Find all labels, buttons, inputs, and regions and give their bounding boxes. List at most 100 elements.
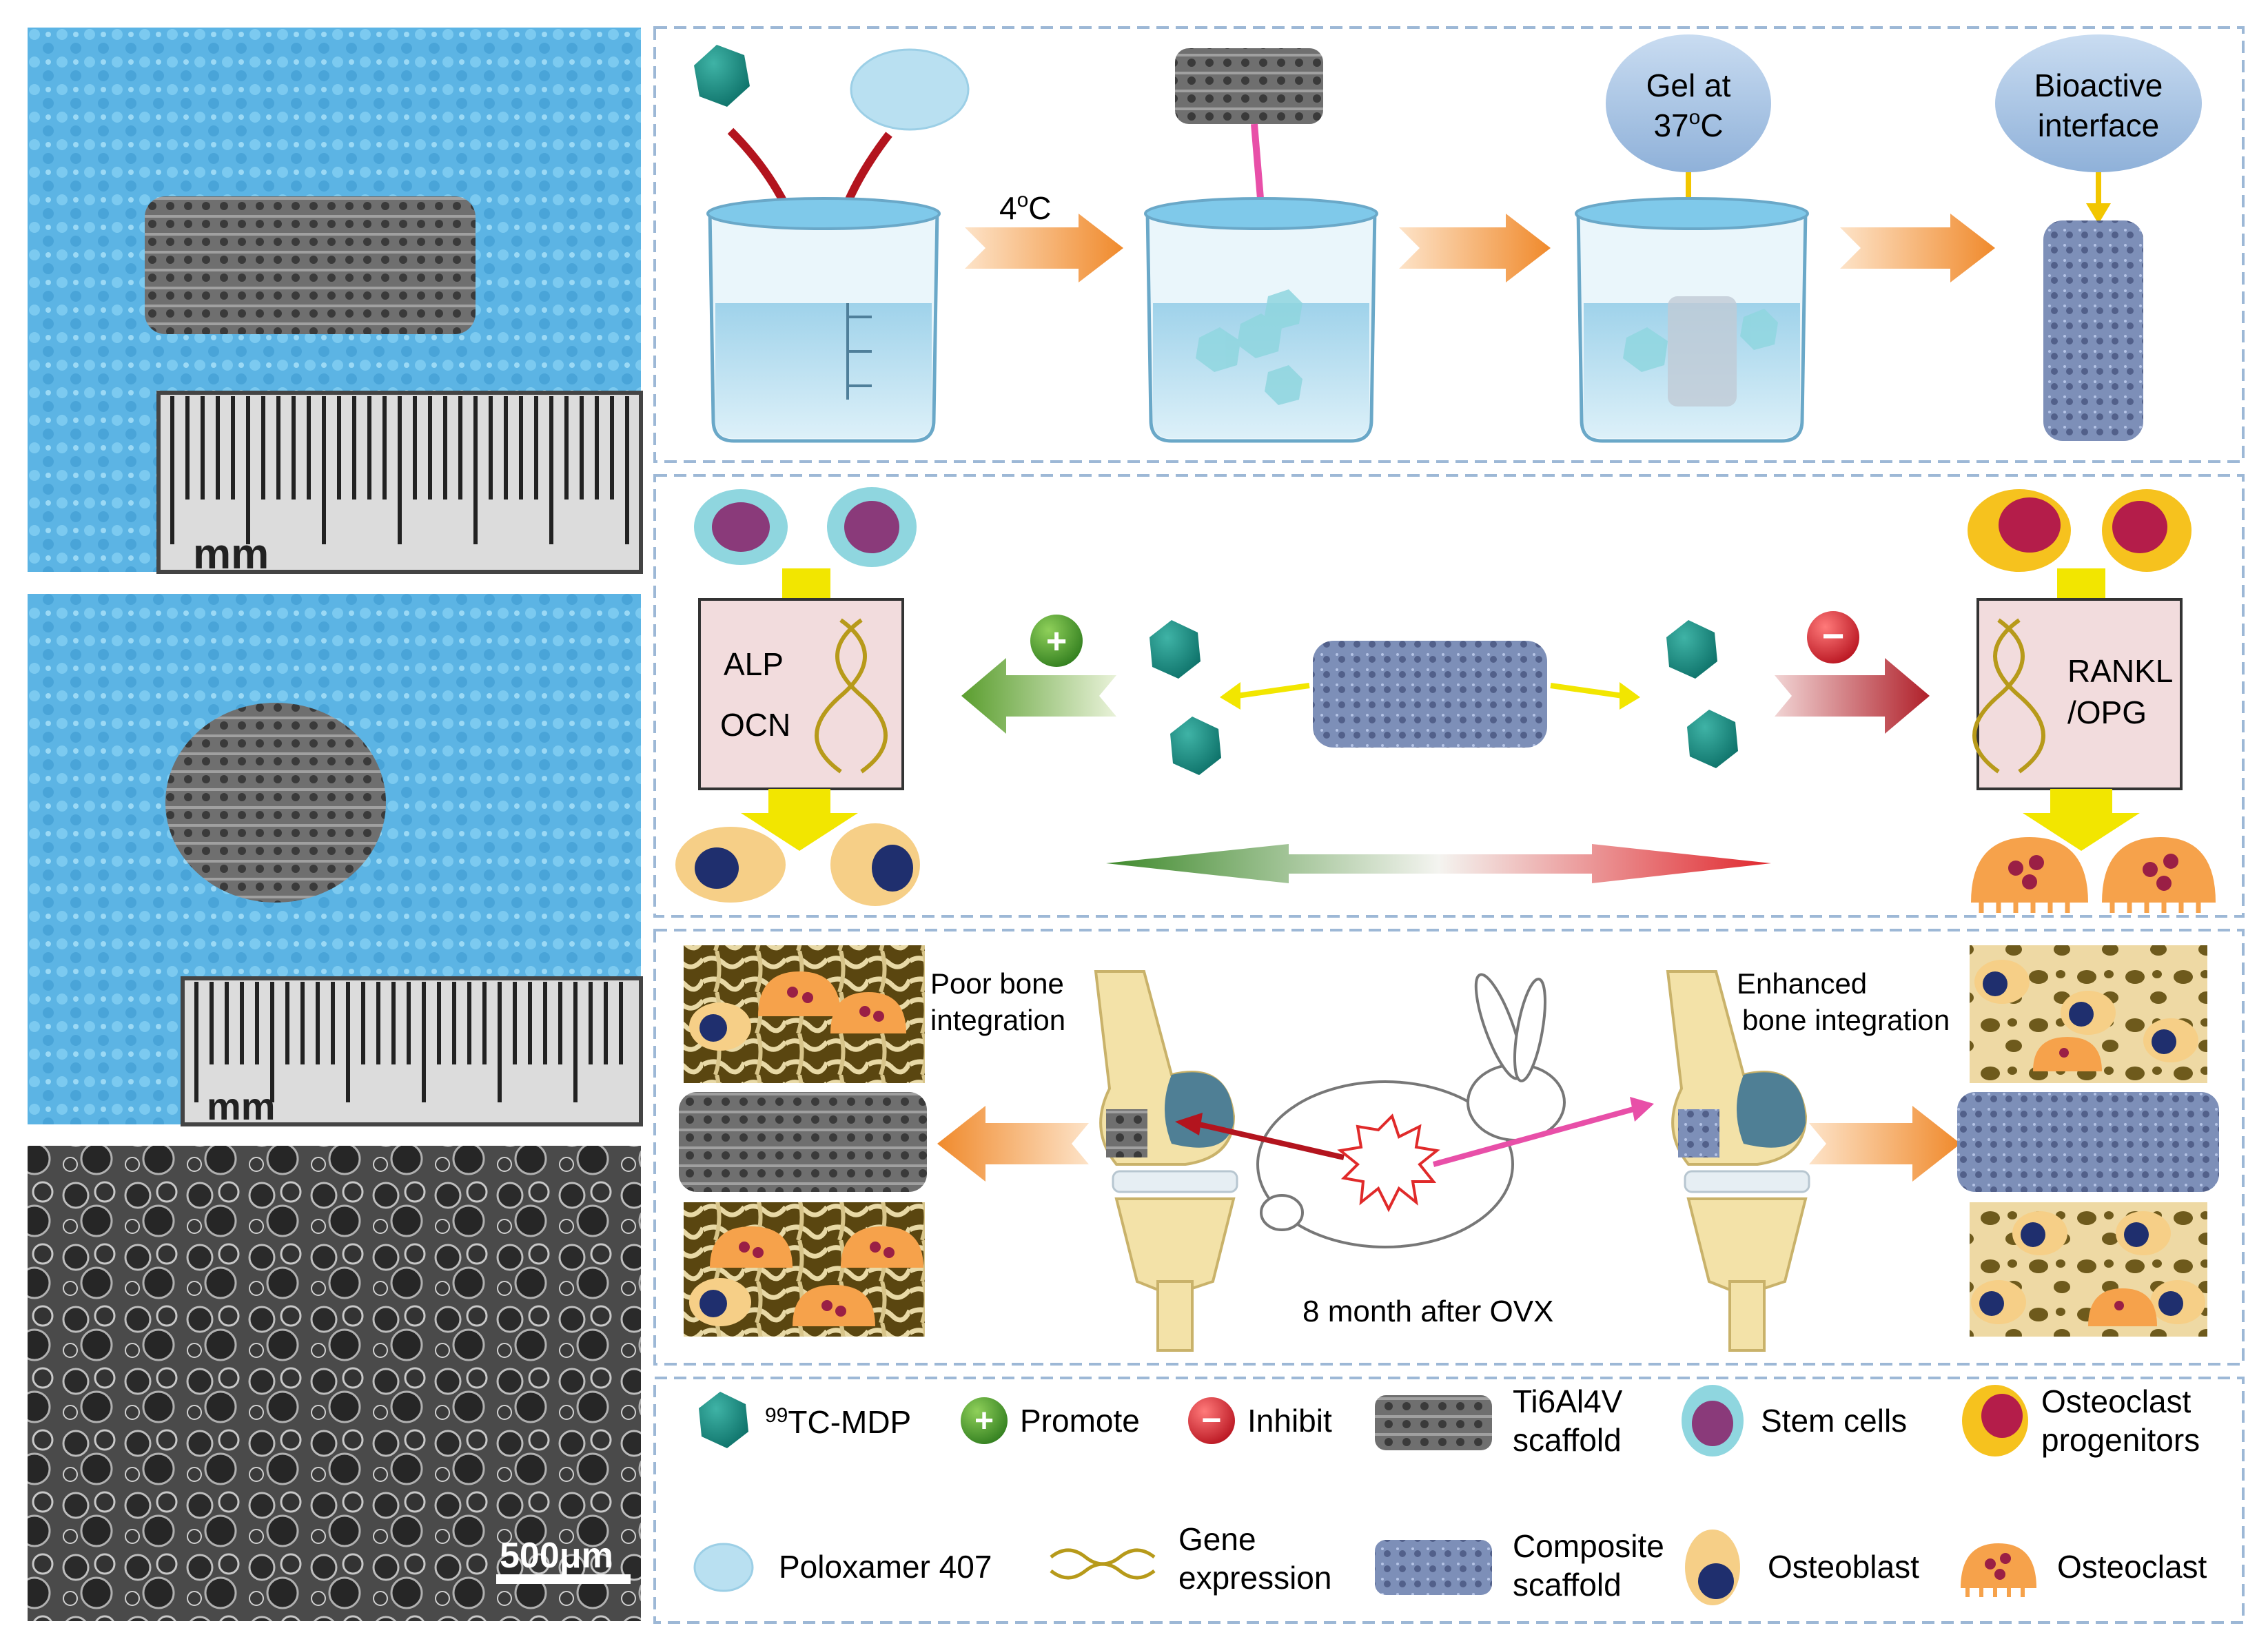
legend-poloxamer: Poloxamer 407 [779,1549,992,1585]
composite-scaffold-upright [2043,220,2143,441]
knee-joint-right [1666,970,1810,1352]
gene-label-alp: ALP [724,646,784,682]
gene-label-opg: /OPG [2067,694,2147,730]
promote-arrow [961,658,1116,734]
osteoclast-icon [710,1226,793,1268]
inhibit-legend-symbol: − [1201,1401,1221,1439]
step1-preparation: 4oC Gel at 37oC [694,34,2202,443]
tc-mdp-hexagon-icon [694,45,750,107]
stem-cell-icon [827,487,917,567]
inhibit-legend-icon [1188,1397,1235,1444]
gel-bubble-line1: Gel at [1646,68,1731,103]
step2-mechanism: ALP OCN + − [675,487,2216,913]
osteoclast-icon [2033,1037,2102,1071]
legend: 99TC-MDP + Promote − Inhibit Ti6Al4V sca… [693,1383,2207,1605]
osteoblast-icon [2061,991,2116,1035]
rabbit-illustration [1256,973,1566,1248]
composite-scaffold-center [1313,641,1547,748]
ti-scaffold-legend-icon [1375,1395,1492,1450]
result-arrow-left [937,1106,1089,1182]
legend-gene-line2: expression [1178,1560,1331,1596]
tc-mdp-hexagon-icon [1687,710,1738,768]
legend-promote: Promote [1020,1403,1140,1439]
bioactive-line2: interface [2038,107,2159,143]
poor-integration-line2: integration [930,1004,1065,1036]
ruler-unit-label-middle: mm [207,1084,276,1128]
osteoblast-icon [2012,1211,2067,1255]
osteoclast-icon [793,1285,875,1326]
dna-icon [815,618,888,774]
osteoblast-icon [2143,1018,2198,1062]
bioactive-bubble [1995,34,2202,172]
timeline-label: 8 month after OVX [1302,1295,1553,1328]
ruler-top: mm [156,391,643,578]
temp-label: 4oC [999,189,1052,226]
osteoclast-progenitor-icon [1968,489,2071,572]
photo-scaffold-side: mm [28,28,643,578]
composite-scaffold-implanted [1957,1092,2219,1192]
stem-cell-legend-icon [1682,1385,1744,1456]
poor-integration-line1: Poor bone [930,967,1064,1000]
process-arrow-2 [1399,214,1551,282]
osteoclast-icon [2102,837,2216,913]
ruler-unit-label: mm [193,531,269,578]
legend-composite-line1: Composite [1513,1528,1664,1564]
promote-legend-icon [961,1397,1008,1444]
beaker-3 [1575,197,1809,443]
gel-bubble [1606,34,1771,172]
gene-label-ocn: OCN [720,707,790,743]
balance-arrow [1106,844,1771,883]
osteoclast-icon [2088,1288,2157,1326]
legend-composite-line2: scaffold [1513,1567,1622,1603]
ruler-middle: mm [181,976,643,1128]
osteoblast-legend-icon [1685,1530,1740,1605]
tc-mdp-hexagon-icon [1150,620,1201,679]
result-arrow-right [1809,1106,1961,1182]
osteoblast-icon [1974,960,2030,1004]
osteoclast-icon [841,1226,923,1268]
legend-tc-mdp: 99TC-MDP [765,1404,911,1440]
poloxamer-icon [850,48,970,131]
osteoblast-icon [689,1002,751,1051]
gene-label-rankl: RANKL [2067,653,2173,689]
enhanced-integration-line1: Enhanced [1737,967,1867,1000]
photo-scaffold-top: mm [28,594,643,1128]
osteoclast-progenitor-icon [2102,489,2192,572]
step3-in-vivo: Poor bone integration 8 month after OVX [679,945,2219,1352]
promote-symbol: + [1046,621,1067,661]
tc-mdp-hexagon-icon [1666,620,1717,679]
ti-scaffold-top-view [165,703,386,903]
injection-burst [1337,1113,1440,1213]
osteoclast-icon [758,971,841,1016]
osteoclast-progenitor-legend-icon [1962,1385,2028,1456]
gel-bubble-line2: 37oC [1653,106,1723,143]
gene-expression-legend-icon [1050,1548,1156,1580]
sem-image: 500μm [28,1146,641,1621]
enhanced-integration-line2: bone integration [1742,1004,1950,1036]
osteoclast-icon [1971,837,2088,913]
legend-stem-cells: Stem cells [1761,1403,1907,1439]
composite-scaffold-legend-icon [1375,1540,1492,1595]
legend-osteoblast: Osteoblast [1768,1549,1919,1585]
inhibit-icon [1807,611,1859,663]
gene-box-left [698,598,904,790]
legend-osteoclast-progenitors-line2: progenitors [2041,1422,2200,1458]
poloxamer-legend-icon [693,1543,754,1592]
sem-scale-label: 500μm [500,1536,613,1576]
osteoblast-icon [675,827,786,903]
legend-ti-scaffold-line1: Ti6Al4V [1513,1383,1623,1419]
promote-legend-symbol: + [974,1403,994,1439]
panel-borders [653,26,2245,1624]
beaker-2 [1144,197,1378,443]
osteoclast-icon [830,992,906,1033]
process-arrow-3 [1840,214,1995,282]
tc-mdp-hexagon-icon [1170,717,1221,775]
osteoblast-icon [689,1278,751,1326]
osteoclast-legend-icon [1961,1543,2036,1597]
osteoblast-icon [2150,1280,2205,1324]
tc-mdp-legend-icon [699,1392,748,1448]
ti-scaffold-implanted [679,1092,927,1192]
legend-osteoclast-progenitors-line1: Osteoclast [2041,1383,2192,1419]
bioactive-line1: Bioactive [2034,68,2163,103]
beaker-1 [706,197,941,443]
